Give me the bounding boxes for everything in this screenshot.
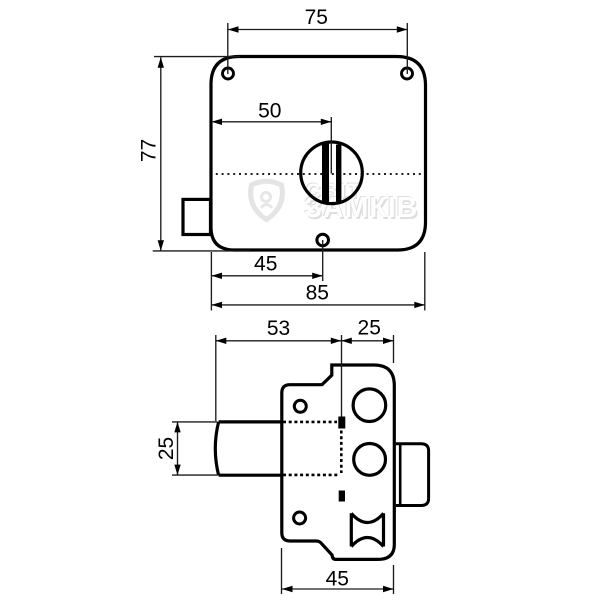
- svg-text:53: 53: [267, 317, 290, 340]
- svg-text:СВІТ: СВІТ: [305, 179, 362, 202]
- svg-text:45: 45: [254, 252, 277, 275]
- svg-text:ЗАМКІВ: ЗАМКІВ: [304, 192, 418, 224]
- svg-text:45: 45: [326, 567, 349, 590]
- svg-text:85: 85: [306, 282, 329, 305]
- svg-text:75: 75: [305, 6, 328, 29]
- svg-text:25: 25: [358, 317, 381, 340]
- svg-text:50: 50: [258, 100, 281, 123]
- svg-text:77: 77: [138, 139, 161, 162]
- svg-text:СВІТ: СВІТ: [306, 180, 363, 203]
- svg-text:25: 25: [155, 437, 178, 460]
